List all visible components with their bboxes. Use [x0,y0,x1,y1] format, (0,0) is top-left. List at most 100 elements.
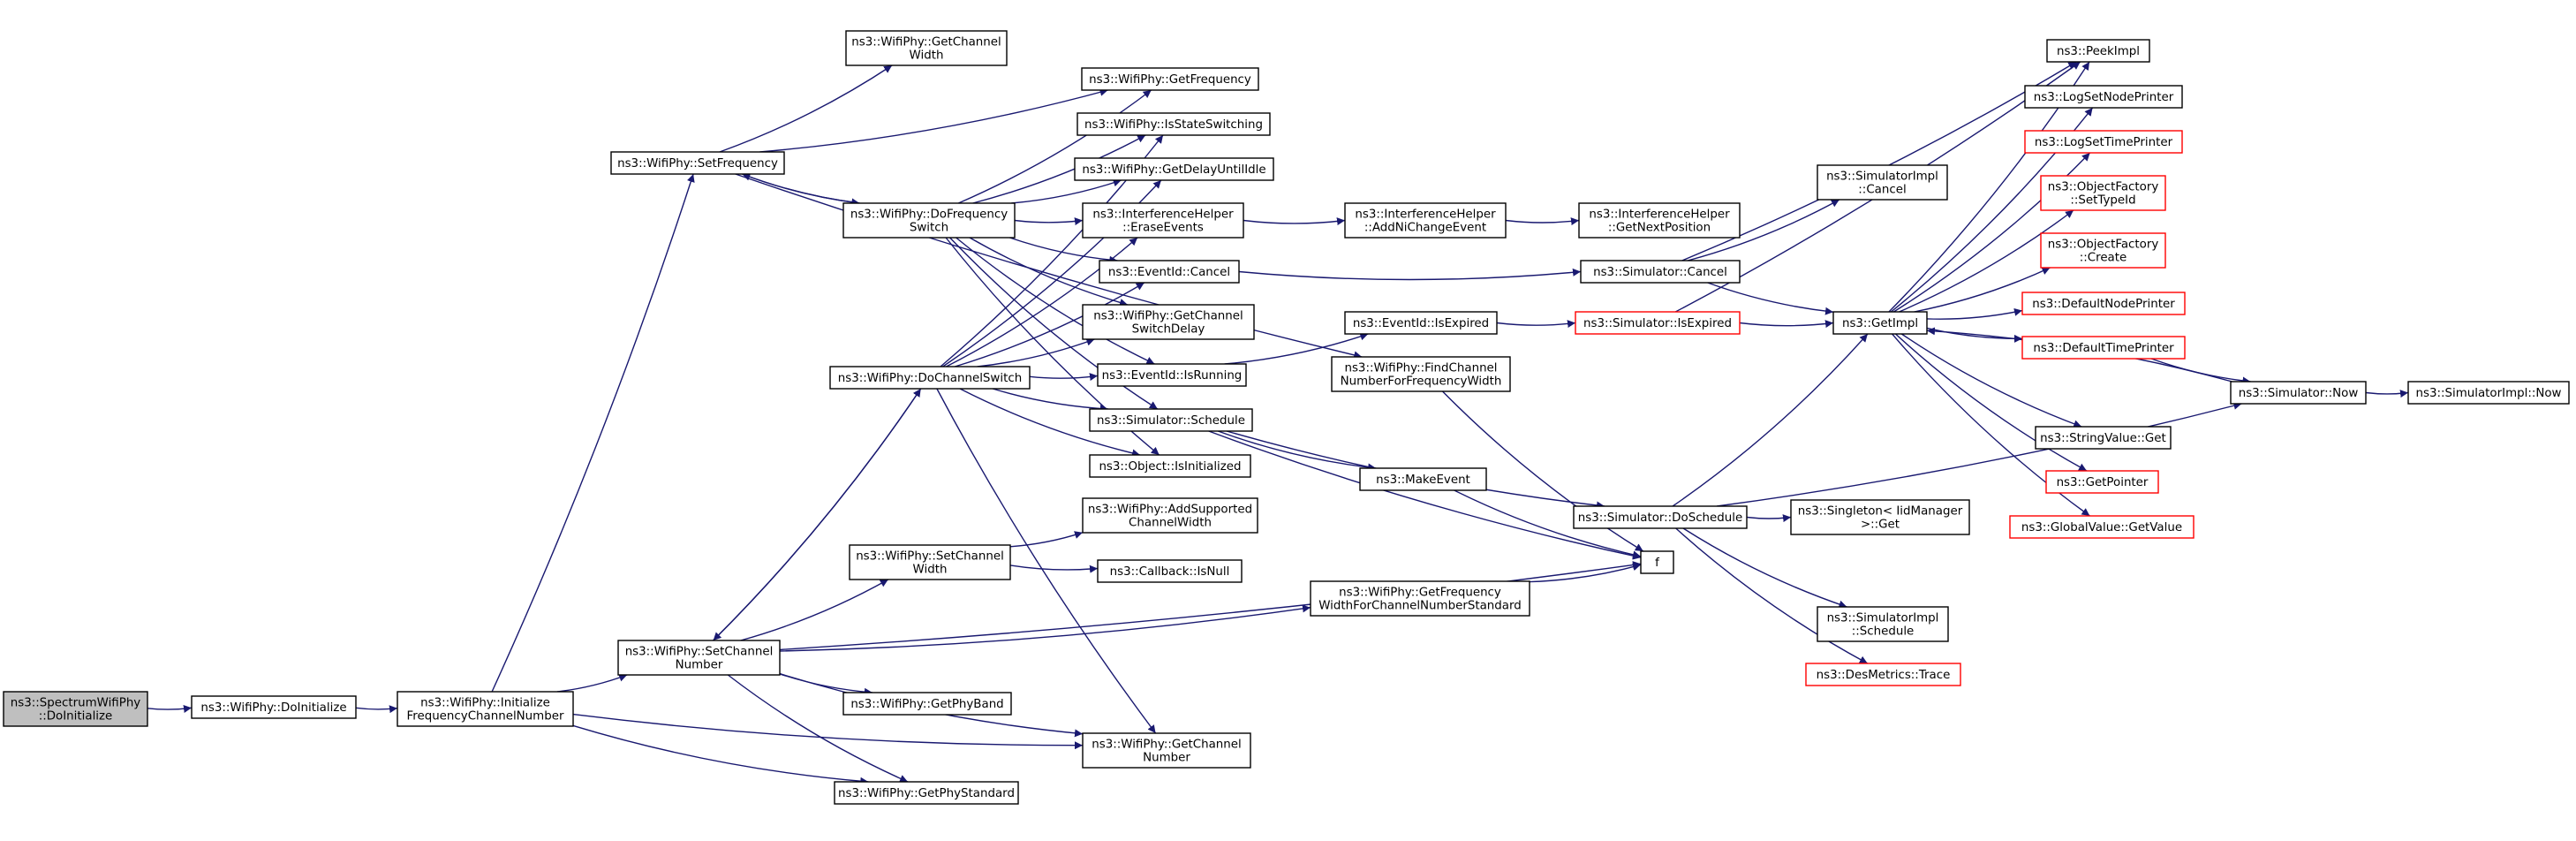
node-box [2021,336,2186,360]
node-box [2040,175,2166,211]
edge-dochswitch-to-getchswdelay [977,337,1095,367]
node-simnow[interactable]: ns3::Simulator::Now [2230,381,2367,405]
node-label: ns3::WifiPhy::DoChannelSwitch [838,372,1022,385]
node-initfreq[interactable]: ns3::WifiPhy::InitializeFrequencyChannel… [397,691,574,727]
node-getphyband[interactable]: ns3::WifiPhy::GetPhyBand [842,692,1012,716]
node-isrunning[interactable]: ns3::EventId::IsRunning [1097,363,1247,387]
node-getfreq[interactable]: ns3::WifiPhy::GetFrequency [1081,67,1259,91]
node-evcancel[interactable]: ns3::EventId::Cancel [1099,260,1240,284]
node-doschedule[interactable]: ns3::Simulator::DoSchedule [1573,505,1748,529]
edge-simcancel-to-peekimpl [1681,61,2077,261]
node-isnull[interactable]: ns3::Callback::IsNull [1097,559,1243,583]
node-box [2024,130,2183,154]
node-box [2035,426,2172,450]
call-nodes: ns3::SpectrumWifiPhy::DoInitializens3::W… [3,30,2570,805]
node-label: ns3::WifiPhy::SetChannel [625,646,774,659]
node-stringget[interactable]: ns3::StringValue::Get [2035,426,2172,450]
edge-initfreq-to-getchnum [572,713,1084,750]
node-isexpired[interactable]: ns3::EventId::IsExpired [1344,311,1498,335]
edge-dochswitch-to-schedule [992,388,1108,413]
node-ofsettypeid[interactable]: ns3::ObjectFactory::SetTypeId [2040,175,2166,211]
node-getfreqwidth[interactable]: ns3::WifiPhy::GetFrequencyWidthForChanne… [1310,580,1530,617]
node-box [1817,164,1948,201]
node-getnextpos[interactable]: ns3::InterferenceHelper::GetNextPosition [1578,202,1741,239]
node-label: ns3::MakeEvent [1376,474,1470,487]
node-label: ns3::ObjectFactory [2048,239,2159,252]
node-isinit[interactable]: ns3::Object::IsInitialized [1089,454,1251,478]
node-box [1817,606,1949,642]
node-singleton[interactable]: ns3::Singleton< IidManager >::Get [1790,499,1970,535]
node-globalget[interactable]: ns3::GlobalValue::GetValue [2009,515,2195,539]
edge-setchnum-to-getphyband [779,673,873,696]
node-getimpl[interactable]: ns3::GetImpl [1832,311,1928,335]
node-box [2021,292,2186,315]
node-box [1089,408,1253,432]
edge-initfreq-to-setchnum [556,673,628,693]
node-label: ::SetTypeId [2070,194,2135,208]
node-implnow[interactable]: ns3::SimulatorImpl::Now [2407,381,2570,405]
node-label: ns3::GlobalValue::GetValue [2021,521,2182,534]
edge-setfreq-to-getchwidth [719,64,893,153]
node-label: ns3::WifiPhy::DoInitialize [200,701,346,715]
node-box [2040,232,2166,269]
node-findch[interactable]: ns3::WifiPhy::FindChannelNumberForFreque… [1331,356,1511,392]
node-box [610,151,785,175]
node-label: ns3::InterferenceHelper [1355,208,1496,222]
node-getphystd[interactable]: ns3::WifiPhy::GetPhyStandard [834,781,1019,805]
node-dochswitch[interactable]: ns3::WifiPhy::DoChannelSwitch [829,366,1031,390]
node-label: ns3::PeekImpl [2057,45,2140,58]
node-label: ns3::WifiPhy::GetPhyBand [850,698,1003,711]
node-label: ns3::EventId::IsRunning [1102,369,1243,383]
edge-dochswitch-to-setchnum [713,388,922,641]
node-label: ns3::LogSetNodePrinter [2034,91,2174,104]
node-addni[interactable]: ns3::InterferenceHelper::AddNiChangeEven… [1344,202,1507,239]
node-getpointer[interactable]: ns3::GetPointer [2045,470,2159,494]
node-label: Number [1143,752,1190,765]
node-implschedule[interactable]: ns3::SimulatorImpl::Schedule [1817,606,1949,642]
node-box [1097,559,1243,583]
edge-setchnum-to-dochswitch [713,388,922,641]
node-box [842,202,1016,239]
node-simisexpired[interactable]: ns3::Simulator::IsExpired [1575,311,1741,335]
node-logsetnode[interactable]: ns3::LogSetNodePrinter [2024,85,2183,109]
node-defnode[interactable]: ns3::DefaultNodePrinter [2021,292,2186,315]
node-label: ns3::WifiPhy::FindChannel [1344,362,1497,375]
edge-dofreqswitch-to-evcancel [1009,237,1118,264]
node-isstatesw[interactable]: ns3::WifiPhy::IsStateSwitching [1076,112,1271,136]
node-getdelay[interactable]: ns3::WifiPhy::GetDelayUntilIdle [1074,157,1274,181]
node-doinit[interactable]: ns3::WifiPhy::DoInitialize [191,695,357,719]
node-desmetrics[interactable]: ns3::DesMetrics::Trace [1805,663,1961,686]
edge-dofreqswitch-to-setfreq [742,172,860,204]
node-box [1097,363,1247,387]
node-label: ns3::WifiPhy::SetFrequency [617,157,778,170]
node-box [2045,470,2159,494]
node-root[interactable]: ns3::SpectrumWifiPhy::DoInitialize [3,691,148,727]
node-f[interactable]: f [1640,550,1674,574]
edge-simisexpired-to-getimpl [1739,320,1834,329]
node-label: ns3::WifiPhy::Initialize [420,697,550,710]
node-box [1076,112,1271,136]
node-makeevent[interactable]: ns3::MakeEvent [1359,467,1487,491]
node-simcancel[interactable]: ns3::Simulator::Cancel [1580,260,1741,284]
node-box [1082,497,1258,534]
node-logsettime[interactable]: ns3::LogSetTimePrinter [2024,130,2183,154]
node-deftime[interactable]: ns3::DefaultTimePrinter [2021,336,2186,360]
edge-getimpl-to-ofcreate [1914,267,2051,313]
edge-dochswitch-to-evcancel [954,282,1145,367]
edge-setchnum-to-getfreqwidth [779,604,1311,652]
edge-evcancel-to-simcancel [1238,268,1582,281]
node-peekimpl[interactable]: ns3::PeekImpl [2046,39,2150,63]
node-schedule[interactable]: ns3::Simulator::Schedule [1089,408,1253,432]
node-erase[interactable]: ns3::InterferenceHelper::EraseEvents [1082,202,1244,239]
node-ofcreate[interactable]: ns3::ObjectFactory::Create [2040,232,2166,269]
edge-setchnum-to-f [779,561,1642,651]
node-setfreq[interactable]: ns3::WifiPhy::SetFrequency [610,151,785,175]
node-implcancel[interactable]: ns3::SimulatorImpl::Cancel [1817,164,1948,201]
